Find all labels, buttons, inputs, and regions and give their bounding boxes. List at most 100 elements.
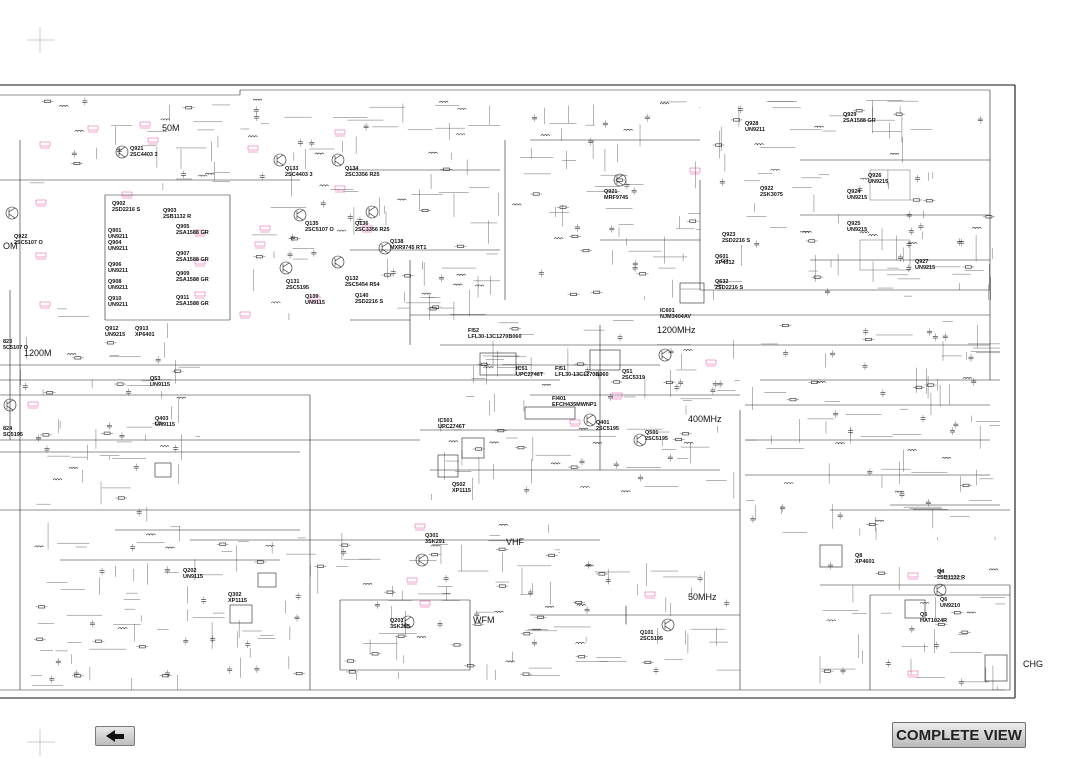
bus-wiring xyxy=(0,89,1011,691)
part-type-label: 2SC3356 R25 xyxy=(345,172,380,178)
part-ref-label: Q133 xyxy=(285,166,298,172)
part-type-label: UN9215 xyxy=(847,227,867,233)
part-ref-label: Q502 xyxy=(452,482,465,488)
part-type-label: UN9211 xyxy=(108,268,128,274)
part-ref-label: Q922 xyxy=(14,234,27,240)
annotation-marks xyxy=(27,121,919,678)
part-type-label: NJM3404AV xyxy=(660,314,691,320)
part-ref-label: Q132 xyxy=(345,276,358,282)
part-ref-label: Q924 xyxy=(847,189,861,195)
part-type-label: 3SK291 xyxy=(425,539,445,545)
part-ref-label: Q908 xyxy=(108,279,121,285)
arrow-shaft xyxy=(115,733,124,739)
part-ref-label: FI52 xyxy=(468,328,479,334)
part-ref-label: Q906 xyxy=(108,262,121,268)
part-type-label: UN9115 xyxy=(155,422,175,428)
arrow-left-icon xyxy=(106,730,115,742)
part-ref-label: Q501 xyxy=(645,430,658,436)
part-ref-label: Q921 xyxy=(130,146,143,152)
part-type-label: LFL30-13C1270B060 xyxy=(468,334,522,340)
component-wiring xyxy=(20,100,1005,691)
part-type-label: 2SC5454 R54 xyxy=(345,282,380,288)
part-ref-label: IC51 xyxy=(516,366,528,372)
part-type-label: UN9115 xyxy=(150,382,170,388)
part-ref-label: Q5 xyxy=(920,612,927,618)
part-ref-label: Q134 xyxy=(345,166,359,172)
part-type-label: MXR9745 RT1 xyxy=(390,245,426,251)
band-label-400mhz: 400MHz xyxy=(688,414,722,424)
part-ref-label: Q923 xyxy=(722,232,735,238)
part-type-label: 2SK3075 xyxy=(760,192,783,198)
part-type-label: 2SD2216 S xyxy=(715,285,743,291)
part-type-label: 2SC5107 O xyxy=(305,227,334,233)
part-ref-label: Q927 xyxy=(915,259,928,265)
part-type-label: HAT1024R xyxy=(920,618,947,624)
edge-label-chg: CHG xyxy=(1023,659,1043,669)
part-ref-label: IC501 xyxy=(438,418,453,424)
part-ref-label: Q51 xyxy=(622,369,632,375)
part-type-label: 3SK295 xyxy=(390,624,410,630)
part-type-label: MRF9745 xyxy=(604,195,628,201)
part-ref-label: Q201 xyxy=(390,618,403,624)
complete-view-button[interactable]: COMPLETE VIEW xyxy=(892,722,1026,748)
part-ref-label: Q135 xyxy=(305,221,318,227)
part-type-label: 2SD2216 S xyxy=(355,299,383,305)
part-ref-label: Q903 xyxy=(163,208,176,214)
part-type-label: 2SC3356 R25 xyxy=(355,227,390,233)
part-ref-label: Q53 xyxy=(150,376,160,382)
part-type-label: 2SC4403 3 xyxy=(285,172,313,178)
part-ref-label: Q929 xyxy=(843,112,856,118)
part-ref-label: Q139 xyxy=(305,294,318,300)
part-type-label: 2SC5195 xyxy=(596,426,619,432)
part-ref-label: Q907 xyxy=(176,251,189,257)
part-ref-label: Q912 xyxy=(105,326,118,332)
part-ref-label: Q921 xyxy=(604,189,617,195)
part-ref-label: Q601 xyxy=(715,254,728,260)
band-label-vhf: VHF xyxy=(506,537,525,547)
edge-label-sc5195: SC5195 xyxy=(3,432,23,438)
part-type-label: UN9211 xyxy=(108,285,128,291)
part-type-label: UN9211 xyxy=(108,234,128,240)
part-type-label: 2SA1588 GR xyxy=(176,230,209,236)
edge-label-823: 823 xyxy=(3,339,12,345)
part-type-label: 2SC5195 xyxy=(645,436,668,442)
part-type-label: UPC2746T xyxy=(438,424,466,430)
part-ref-label: Q4 xyxy=(937,569,945,575)
back-button[interactable] xyxy=(95,726,135,746)
part-ref-label: FI51 xyxy=(555,366,566,372)
part-type-label: LFL30-13C1270B060 xyxy=(555,372,609,378)
part-ref-label: Q928 xyxy=(745,121,758,127)
band-label-50mhz: 50MHz xyxy=(688,592,717,602)
part-ref-label: Q922 xyxy=(760,186,773,192)
part-ref-label: Q6 xyxy=(940,597,947,603)
part-ref-label: Q301 xyxy=(425,533,438,539)
part-type-label: EFCH435MWNP1 xyxy=(552,402,597,408)
part-type-label: UN9215 xyxy=(847,195,867,201)
part-ref-label: Q902 xyxy=(112,201,125,207)
registration-mark-bottom xyxy=(27,729,55,756)
part-type-label: XP1115 xyxy=(228,598,247,604)
part-type-label: 2SA1588 GR xyxy=(843,118,876,124)
part-type-label: 2SC5319 xyxy=(622,375,645,381)
band-label-1200mhz: 1200MHz xyxy=(657,325,696,335)
part-type-label: UN9211 xyxy=(745,127,765,133)
part-type-label: 2SB1132 R xyxy=(937,575,965,581)
part-ref-label: Q403 xyxy=(155,416,168,422)
ic-packages xyxy=(154,169,1008,682)
part-type-label: 2SC5107 O xyxy=(14,240,43,246)
part-ref-label: Q905 xyxy=(176,224,189,230)
part-type-label: UN9215 xyxy=(868,179,888,185)
part-type-label: UN9115 xyxy=(305,300,325,306)
part-type-label: 2SC4403 3 xyxy=(130,152,158,158)
part-ref-label: Q202 xyxy=(183,568,196,574)
band-label-wfm: WFM xyxy=(473,615,495,625)
band-labels: 50M 1200M 1200MHz 400MHz VHF WFM 50MHz xyxy=(24,123,722,625)
part-ref-label: Q909 xyxy=(176,271,189,277)
part-ref-label: Q8 xyxy=(855,553,862,559)
part-ref-label: IC601 xyxy=(660,308,675,314)
part-ref-label: Q913 xyxy=(135,326,148,332)
part-type-label: 2SA1588 GR xyxy=(176,257,209,263)
band-label-50m: 50M xyxy=(162,123,180,133)
part-type-label: UN9115 xyxy=(183,574,203,580)
